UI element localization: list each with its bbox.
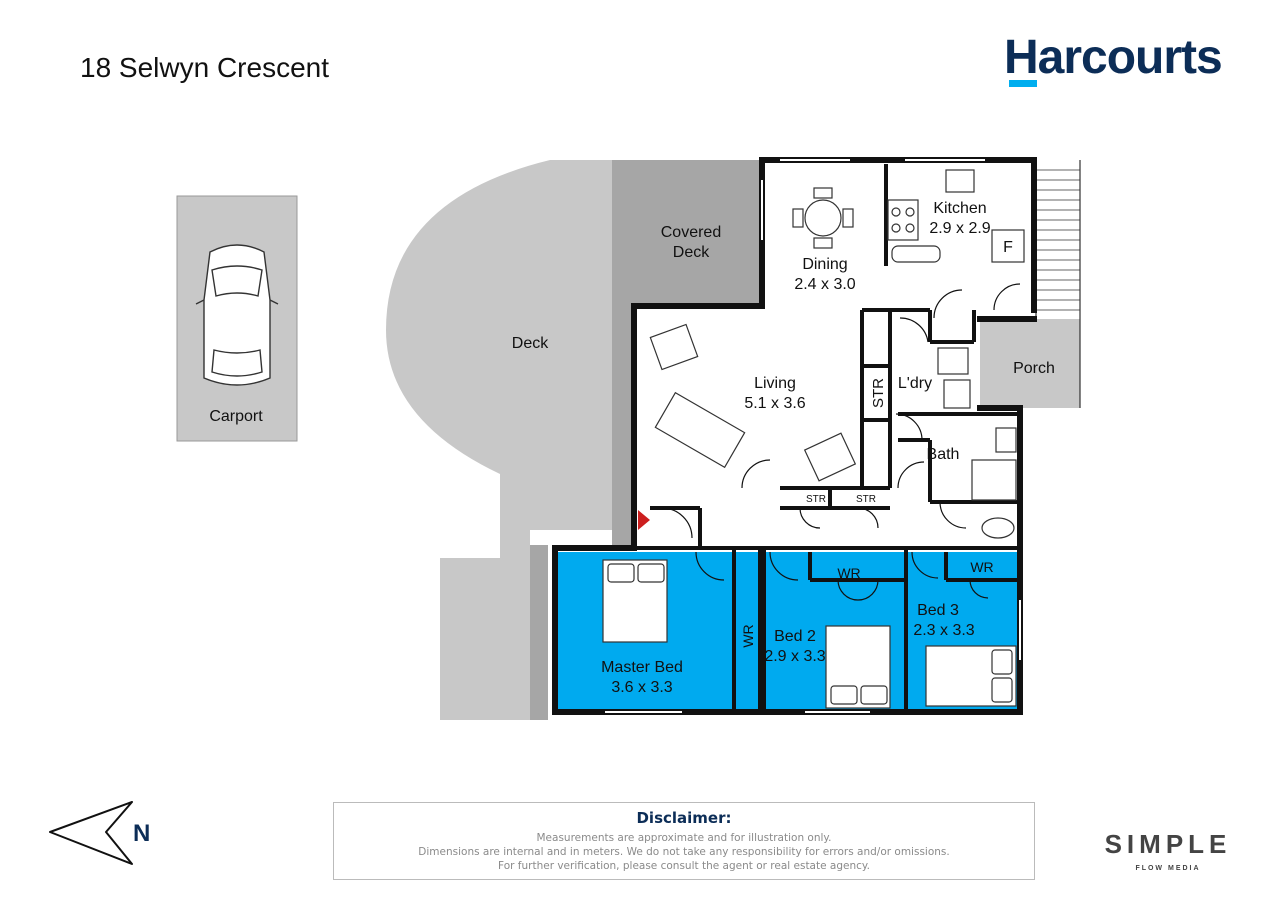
master-bed-label: Master Bed — [601, 659, 683, 676]
windows — [605, 159, 1021, 713]
storage-label: STR — [870, 378, 887, 408]
bed-icons — [602, 559, 1017, 709]
north-arrow-icon — [49, 801, 133, 865]
deck-side-strip — [530, 545, 548, 720]
covered-deck-area — [634, 160, 762, 306]
bed2-label: Bed 2 — [774, 628, 816, 645]
compass-north-label: N — [133, 820, 151, 847]
master-bed-dims: 3.6 x 3.3 — [611, 679, 672, 696]
laundry-label: L'dry — [898, 375, 932, 392]
living-furniture — [649, 323, 857, 482]
car-icon — [195, 244, 279, 386]
covered-deck-label-2: Deck — [673, 244, 710, 261]
fridge-label: F — [1003, 239, 1013, 256]
entry-marker-icon — [638, 510, 650, 530]
simple-logo: SIMPLE — [1104, 829, 1232, 859]
harcourts-logo: Harcourts — [1004, 31, 1223, 84]
property-address: 18 Selwyn Crescent — [80, 52, 330, 83]
bed3-wr-label: WR — [970, 559, 993, 575]
disclaimer-line-1: Measurements are approximate and for ill… — [536, 832, 832, 844]
master-wr-fill — [734, 552, 760, 710]
disclaimer-box: Disclaimer: Measurements are approximate… — [333, 802, 1035, 880]
porch-area — [980, 319, 1080, 408]
deck-area — [386, 160, 612, 558]
interior-walls — [610, 164, 1020, 712]
porch-label: Porch — [1013, 360, 1055, 377]
kitchen-label: Kitchen — [933, 200, 986, 217]
disclaimer-line-3: For further verification, please consult… — [498, 860, 870, 872]
living-dims: 5.1 x 3.6 — [744, 395, 805, 412]
laundry-fixtures — [937, 347, 971, 409]
deck-label: Deck — [512, 335, 549, 352]
kitchen-fixtures — [887, 169, 1025, 263]
kitchen-dims: 2.9 x 2.9 — [929, 220, 990, 237]
storage-label-3: STR — [856, 494, 876, 505]
covered-deck-label-1: Covered — [661, 224, 721, 241]
bed2-dims: 2.9 x 3.3 — [764, 648, 825, 665]
master-wr-label: WR — [740, 624, 756, 647]
dining-dims: 2.4 x 3.0 — [794, 276, 855, 293]
bath-label: Bath — [927, 446, 960, 463]
deck-lower — [440, 558, 530, 720]
bath-fixtures — [971, 427, 1017, 539]
bed3-label: Bed 3 — [917, 602, 959, 619]
dining-label: Dining — [802, 256, 847, 273]
bed2-wr-label: WR — [837, 565, 860, 581]
disclaimer-title: Disclaimer: — [636, 809, 732, 827]
deck-walkway — [612, 160, 634, 548]
dining-table-icon — [792, 187, 854, 249]
simple-logo-tagline: FLOW MEDIA — [1135, 865, 1201, 872]
door-swings — [661, 283, 1021, 601]
disclaimer-line-2: Dimensions are internal and in meters. W… — [418, 846, 950, 858]
bed3-dims: 2.3 x 3.3 — [913, 622, 974, 639]
storage-label-2: STR — [806, 494, 826, 505]
living-label: Living — [754, 375, 796, 392]
harcourts-logo-underline — [1009, 80, 1037, 87]
carport-label: Carport — [209, 408, 263, 425]
